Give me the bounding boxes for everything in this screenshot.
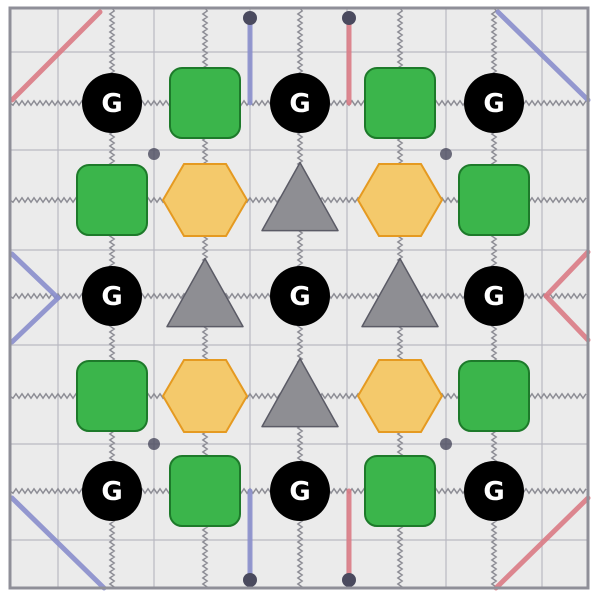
g-node: G: [82, 73, 142, 133]
g-node: G: [82, 461, 142, 521]
junction-dot: [148, 148, 160, 160]
g-node-circle: [464, 266, 524, 326]
green-square: [169, 67, 241, 139]
green-square: [76, 164, 148, 236]
gray-triangle: [261, 357, 339, 428]
g-node-circle: [82, 461, 142, 521]
yellow-hexagon: [356, 359, 444, 433]
junction-dot: [440, 148, 452, 160]
board-frame: [8, 6, 590, 590]
link-segment: [495, 9, 591, 103]
green-square: [458, 360, 530, 432]
edge-port: [243, 573, 257, 587]
green-square: [364, 67, 436, 139]
g-node-label: G: [101, 282, 122, 312]
yellow-hexagon: [356, 163, 444, 237]
edge-port: [243, 11, 257, 25]
g-node-label: G: [289, 282, 310, 312]
g-node-circle: [82, 266, 142, 326]
edge-port: [342, 11, 356, 25]
green-square: [364, 455, 436, 527]
edge-port: [342, 573, 356, 587]
green-square: [76, 360, 148, 432]
g-node-label: G: [289, 477, 310, 507]
g-node-circle: [464, 73, 524, 133]
link-segment: [543, 293, 591, 343]
g-node-label: G: [483, 89, 504, 119]
gray-triangle: [166, 257, 244, 328]
g-node: G: [464, 73, 524, 133]
g-node: G: [270, 461, 330, 521]
g-node: G: [464, 461, 524, 521]
g-node-circle: [82, 73, 142, 133]
g-node-label: G: [289, 89, 310, 119]
green-square: [458, 164, 530, 236]
green-square: [169, 455, 241, 527]
junction-dot: [148, 438, 160, 450]
g-node: G: [82, 266, 142, 326]
g-node: G: [464, 266, 524, 326]
link-segment: [9, 295, 61, 345]
yellow-hexagon: [161, 163, 249, 237]
yellow-hexagon: [161, 359, 249, 433]
g-node-label: G: [101, 477, 122, 507]
link-segment: [9, 9, 103, 103]
link-segment: [543, 249, 591, 299]
link-segment: [493, 495, 591, 591]
link-segment: [9, 495, 107, 591]
g-node-circle: [270, 73, 330, 133]
g-node-circle: [270, 266, 330, 326]
link-segment: [9, 251, 61, 301]
g-node: G: [270, 266, 330, 326]
g-node: G: [270, 73, 330, 133]
gray-triangle: [361, 257, 439, 328]
g-node-circle: [464, 461, 524, 521]
g-node-label: G: [483, 282, 504, 312]
g-node-label: G: [101, 89, 122, 119]
junction-dot: [440, 438, 452, 450]
g-node-label: G: [483, 477, 504, 507]
gray-triangle: [261, 161, 339, 232]
g-node-circle: [270, 461, 330, 521]
